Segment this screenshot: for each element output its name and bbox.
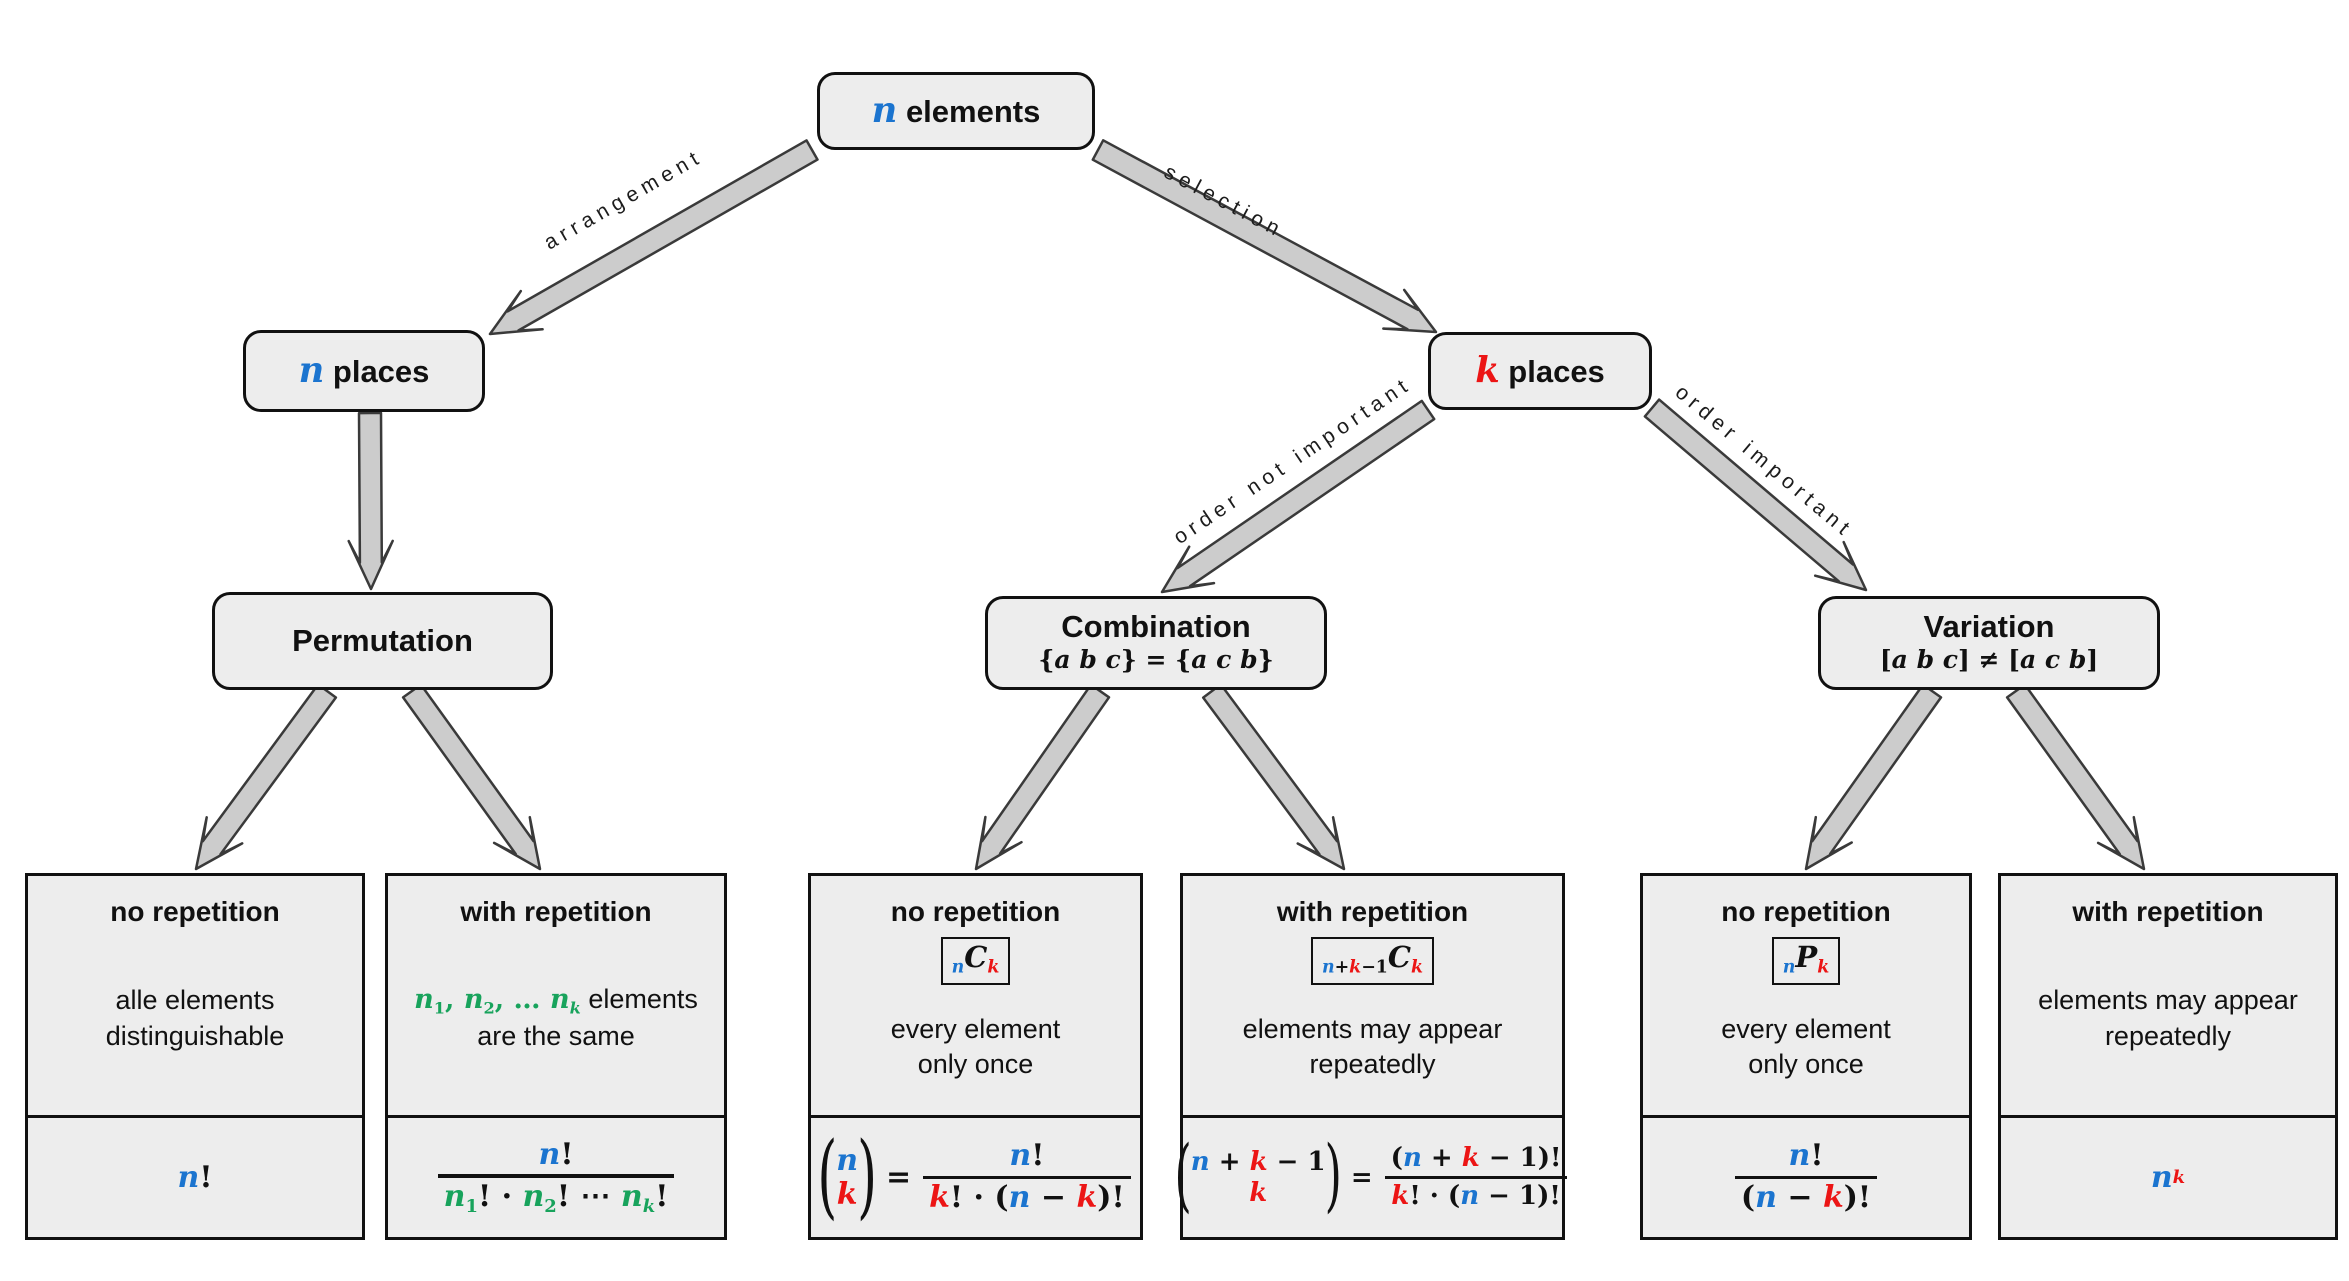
node-n-places: n places: [243, 330, 485, 412]
node-combination: Combination {a b c} = {a c b}: [985, 596, 1327, 690]
node-variation-label: Variation: [1923, 609, 2055, 645]
leaf-formula: n!(n − k)!: [1643, 1115, 1969, 1237]
arrow-n-places-to-permutation: [347, 411, 394, 591]
leaf-symbol-badge: nCk: [940, 937, 1011, 986]
node-permutation: Permutation: [212, 592, 553, 690]
arrow-permutation-to-with-rep: [401, 683, 542, 871]
arrow-order-not-important: [1160, 399, 1436, 594]
leaf-combination-with-repetition: with repetition n+k−1Ck elements may app…: [1175, 873, 1568, 1240]
leaf-symbol-badge: n+k−1Ck: [1310, 937, 1435, 986]
leaf-title: with repetition: [2072, 896, 2264, 927]
node-variation: Variation [a b c] ≠ [a c b]: [1818, 596, 2160, 690]
arrow-combination-to-no-rep: [974, 683, 1111, 871]
leaf-symbol-badge: nPk: [1771, 937, 1841, 986]
arrow-order-important: [1643, 398, 1868, 592]
arrow-variation-to-with-rep: [2005, 683, 2146, 871]
node-n-elements-label: n elements: [871, 90, 1041, 132]
arrow-variation-to-no-rep: [1804, 683, 1943, 871]
leaf-title: with repetition: [1276, 896, 1469, 927]
leaf-title: no repetition: [890, 896, 1061, 927]
node-combination-example: {a b c} = {a c b}: [1038, 644, 1274, 674]
arrow-permutation-to-no-rep: [194, 683, 338, 871]
node-n-places-label: n places: [298, 350, 430, 392]
node-permutation-label: Permutation: [292, 622, 473, 658]
node-k-places: k places: [1428, 332, 1652, 410]
leaf-title: no repetition: [1721, 896, 1891, 927]
node-variation-example: [a b c] ≠ [a c b]: [1879, 644, 2099, 674]
leaf-title: no repetition: [110, 896, 280, 927]
node-n-elements: n elements: [817, 72, 1095, 150]
node-combination-label: Combination: [1061, 609, 1251, 645]
arrow-arrangement: [488, 139, 819, 336]
leaf-title: with repetition: [460, 896, 652, 927]
arrow-selection: [1091, 139, 1438, 334]
node-k-places-label: k places: [1475, 350, 1605, 392]
arrow-combination-to-with-rep: [1201, 683, 1346, 871]
leaf-formula: n!: [28, 1115, 362, 1237]
leaf-formula: n!n1! · n2! ⋯ nk!: [388, 1115, 724, 1237]
